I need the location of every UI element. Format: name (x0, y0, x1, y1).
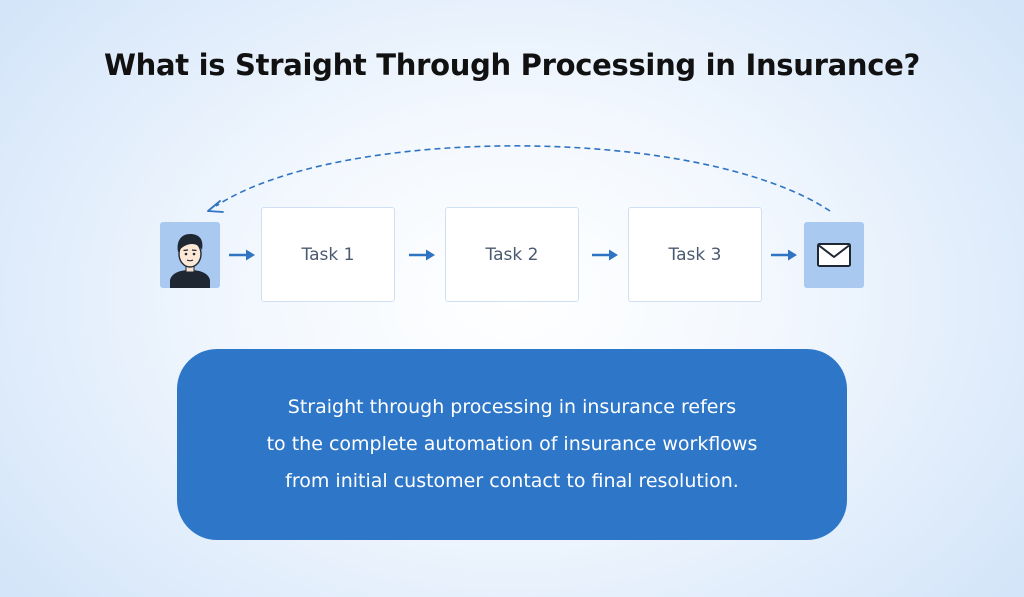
flow-arrow (592, 249, 618, 261)
task-box-3: Task 3 (628, 207, 762, 302)
definition-line: Straight through processing in insurance… (287, 396, 737, 418)
definition-line: to the complete automation of insurance … (266, 433, 758, 455)
customer-avatar (160, 222, 220, 288)
task-label: Task 2 (485, 244, 539, 265)
definition-line: from initial customer contact to final r… (285, 470, 739, 492)
person-icon (170, 234, 210, 288)
flow-arrow (771, 249, 797, 261)
definition-text: Straight through processing in insurance… (192, 389, 832, 500)
envelope-icon (817, 243, 851, 267)
result-envelope (804, 222, 864, 288)
task-box-2: Task 2 (445, 207, 579, 302)
definition-panel: Straight through processing in insurance… (177, 349, 847, 540)
task-box-1: Task 1 (261, 207, 395, 302)
flow-arrow (409, 249, 435, 261)
task-label: Task 3 (668, 244, 722, 265)
page-title: What is Straight Through Processing in I… (103, 48, 920, 82)
task-label: Task 1 (301, 244, 355, 265)
flow-arrow (229, 249, 255, 261)
